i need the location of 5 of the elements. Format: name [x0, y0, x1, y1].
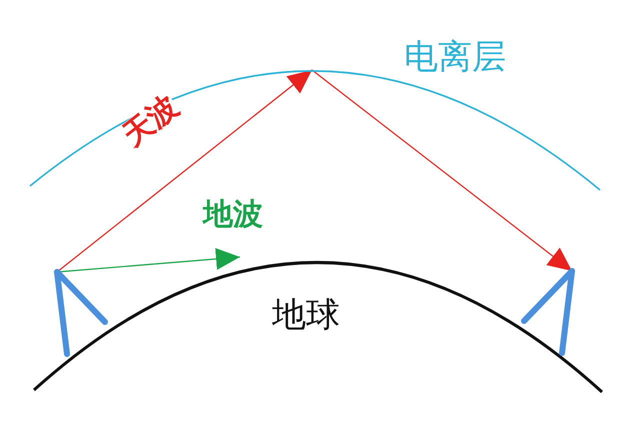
edge-label: 地波: [203, 200, 263, 230]
arrow: [312, 70, 572, 272]
earth-label: 地球: [272, 298, 340, 332]
layer-label: 电离层: [404, 40, 506, 74]
arrow: [56, 70, 312, 272]
